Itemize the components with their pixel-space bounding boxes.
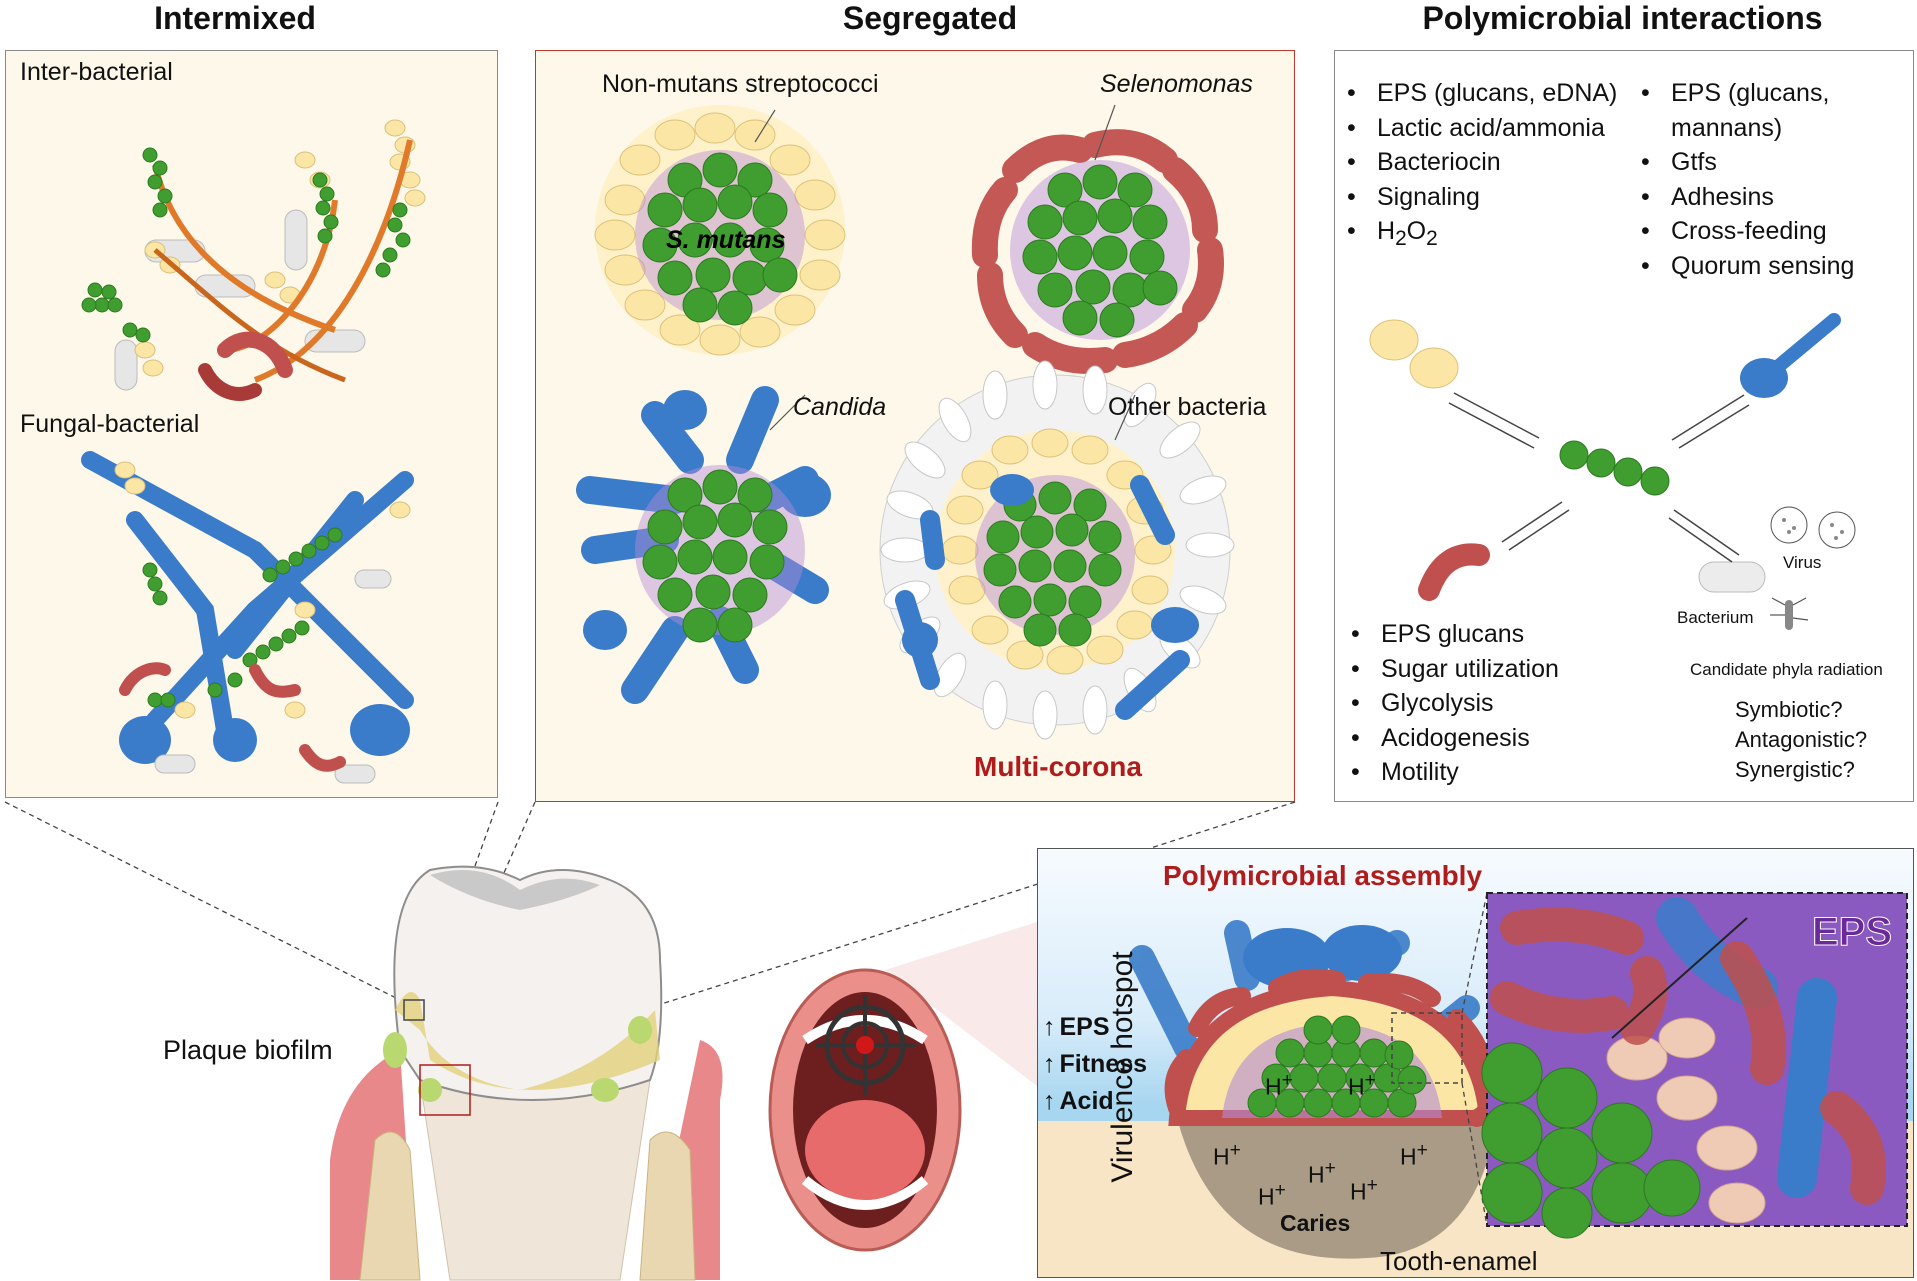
list-item: Bacteriocin: [1343, 145, 1617, 180]
title-polymicrobial: Polymicrobial interactions: [1422, 0, 1823, 36]
s-mutans-label: S. mutans: [666, 226, 786, 254]
list-item: Sugar utilization: [1347, 652, 1559, 687]
increase-eps: ↑EPS: [1043, 1013, 1110, 1041]
list-item: Adhesins: [1637, 180, 1854, 215]
fungal-bacterial-label: Fungal-bacterial: [20, 410, 200, 438]
non-mutans-label: Non-mutans streptococci: [602, 70, 879, 98]
mouth-illustration: [768, 850, 1265, 1260]
list-item: Quorum sensing: [1637, 249, 1854, 284]
list-item: Gtfs: [1637, 145, 1854, 180]
list-item: Glycolysis: [1347, 686, 1559, 721]
list-item: EPS (glucans, eDNA): [1343, 76, 1617, 111]
list-item: Lactic acid/ammonia: [1343, 111, 1617, 146]
h-plus-label: H+: [1400, 1140, 1428, 1170]
list-item-continued: mannans): [1671, 113, 1783, 142]
interactions-network: [1369, 313, 1856, 630]
list-item: Motility: [1347, 755, 1559, 790]
caries-label: Caries: [1280, 1210, 1351, 1236]
question-antagonistic: Antagonistic?: [1735, 727, 1868, 752]
virus-label: Virus: [1783, 553, 1822, 572]
interactions-list-right: EPS (glucans, mannans) Gtfs Adhesins Cro…: [1637, 76, 1854, 283]
increase-fitness: ↑Fitness: [1043, 1050, 1148, 1078]
polymicrobial-assembly-title: Polymicrobial assembly: [1163, 860, 1483, 891]
increase-acid: ↑Acid: [1043, 1087, 1114, 1115]
candida-label: Candida: [793, 393, 887, 421]
interactions-list-bottom: EPS glucans Sugar utilization Glycolysis…: [1347, 617, 1559, 790]
multi-corona-label: Multi-corona: [974, 751, 1142, 782]
list-item: Cross-feeding: [1637, 214, 1854, 249]
question-synergistic: Synergistic?: [1735, 757, 1855, 782]
h-plus-label: H+: [1350, 1175, 1378, 1205]
interactions-list-left: EPS (glucans, eDNA) Lactic acid/ammonia …: [1343, 76, 1617, 250]
h-plus-label: H+: [1308, 1158, 1336, 1188]
h-plus-label: H+: [1265, 1070, 1293, 1100]
list-item: EPS glucans: [1347, 617, 1559, 652]
title-intermixed: Intermixed: [154, 0, 316, 36]
plaque-biofilm-label: Plaque biofilm: [163, 1035, 333, 1065]
list-item-h2o2: H2O2: [1343, 214, 1617, 250]
list-item: Acidogenesis: [1347, 721, 1559, 756]
segregated-illustration: [576, 104, 1235, 740]
question-symbiotic: Symbiotic?: [1735, 697, 1843, 722]
h-plus-label: H+: [1213, 1140, 1241, 1170]
inter-bacterial-illustration: [81, 119, 426, 784]
bacterium-label: Bacterium: [1677, 608, 1754, 627]
h-plus-label: H+: [1348, 1070, 1376, 1100]
inter-bacterial-label: Inter-bacterial: [20, 58, 173, 86]
tooth-enamel-label: Tooth-enamel: [1380, 1246, 1538, 1276]
eps-inset-label: EPS: [1811, 910, 1893, 955]
title-segregated: Segregated: [842, 0, 1018, 36]
h-plus-label: H+: [1258, 1180, 1286, 1210]
list-item: EPS (glucans,: [1637, 76, 1854, 111]
other-bacteria-label: Other bacteria: [1108, 393, 1267, 421]
cpr-label: Candidate phyla radiation: [1690, 660, 1883, 679]
selenomonas-label: Selenomonas: [1100, 70, 1253, 98]
hotspot-illustration: [1129, 892, 1908, 1259]
list-item: Signaling: [1343, 180, 1617, 215]
